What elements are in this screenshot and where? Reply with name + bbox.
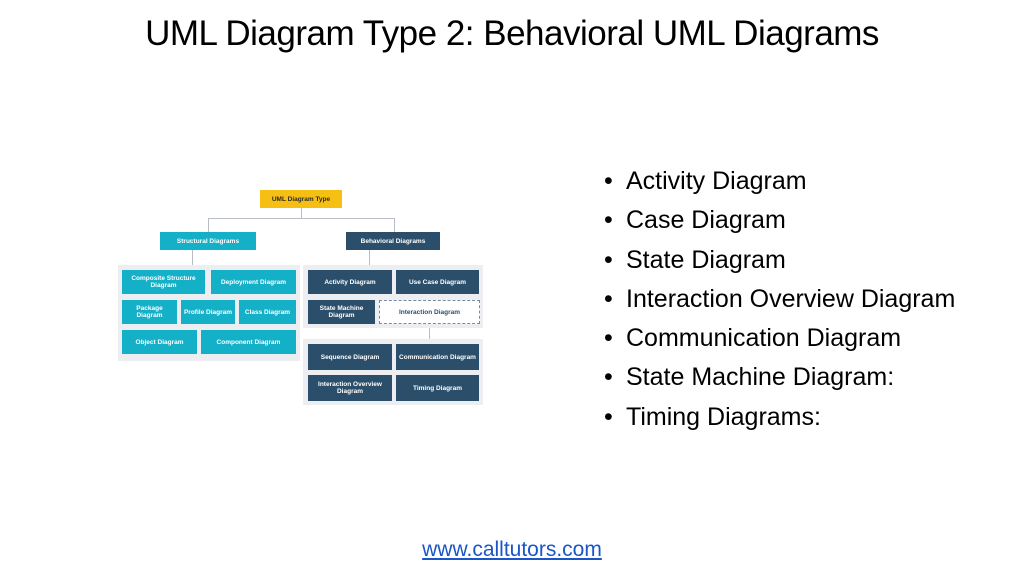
sequence-diagram-box: Sequence Diagram <box>308 344 392 370</box>
connector-behavioral-panel <box>369 250 370 265</box>
uml-diagram-type-box: UML Diagram Type <box>260 190 342 208</box>
list-item: •Activity Diagram <box>604 162 955 201</box>
connector-structural <box>208 218 209 232</box>
connector-horizontal <box>208 218 394 219</box>
list-item: •Communication Diagram <box>604 319 955 358</box>
list-item: •Timing Diagrams: <box>604 398 955 437</box>
profile-diagram-box: Profile Diagram <box>181 300 235 324</box>
uml-diagram-hierarchy: UML Diagram Type Structural Diagrams Beh… <box>118 182 486 410</box>
interaction-diagram-box: Interaction Diagram <box>379 300 480 324</box>
state-machine-diagram-box: State Machine Diagram <box>308 300 375 324</box>
list-item: •State Machine Diagram: <box>604 358 955 397</box>
use-case-diagram-box: Use Case Diagram <box>396 270 479 294</box>
bullet-icon: • <box>604 206 613 235</box>
list-item: •State Diagram <box>604 241 955 280</box>
object-diagram-box: Object Diagram <box>122 330 197 354</box>
behavioral-diagrams-box: Behavioral Diagrams <box>346 232 440 250</box>
class-diagram-box: Class Diagram <box>239 300 296 324</box>
package-diagram-box: Package Diagram <box>122 300 177 324</box>
connector-behavioral <box>394 218 395 232</box>
connector-structural-panel <box>192 250 193 265</box>
communication-diagram-box: Communication Diagram <box>396 344 479 370</box>
bullet-icon: • <box>604 284 613 313</box>
deployment-diagram-box: Deployment Diagram <box>211 270 296 294</box>
connector-root-down <box>301 208 302 218</box>
timing-diagram-box: Timing Diagram <box>396 375 479 401</box>
component-diagram-box: Component Diagram <box>201 330 296 354</box>
bullet-icon: • <box>604 245 613 274</box>
list-item: •Interaction Overview Diagram <box>604 280 955 319</box>
bullet-icon: • <box>604 167 613 195</box>
slide-title: UML Diagram Type 2: Behavioral UML Diagr… <box>145 14 879 53</box>
behavioral-diagram-list: •Activity Diagram •Case Diagram •State D… <box>604 162 955 437</box>
activity-diagram-box: Activity Diagram <box>308 270 392 294</box>
list-item: •Case Diagram <box>604 201 955 240</box>
structural-diagrams-box: Structural Diagrams <box>160 232 256 250</box>
bullet-icon: • <box>604 363 613 392</box>
composite-structure-diagram-box: Composite Structure Diagram <box>122 270 205 294</box>
footer-website-link[interactable]: www.calltutors.com <box>422 538 602 561</box>
interaction-overview-diagram-box: Interaction Overview Diagram <box>308 375 392 401</box>
bullet-icon: • <box>604 402 613 431</box>
connector-interaction-panel <box>429 327 430 339</box>
bullet-icon: • <box>604 324 613 353</box>
